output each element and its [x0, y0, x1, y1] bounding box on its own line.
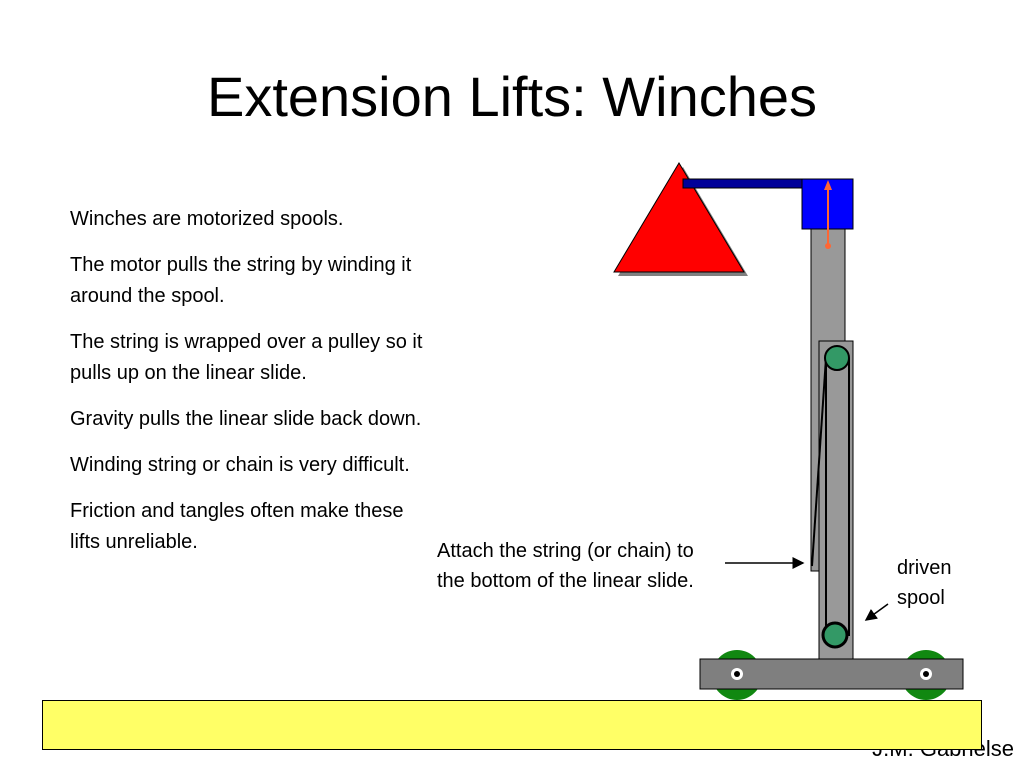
triangle-load	[613, 162, 745, 273]
floor-band	[42, 700, 982, 750]
lift-arrow-head	[824, 180, 832, 190]
top-pulley	[824, 345, 850, 371]
bullet-item: Friction and tangles often make these li…	[70, 500, 404, 553]
slide-title: Extension Lifts: Winches	[206, 65, 818, 128]
driven-spool-callout: driven spool	[897, 557, 952, 609]
arm-bar	[682, 178, 808, 189]
left-axle-center	[734, 671, 740, 677]
base-plate	[699, 658, 964, 690]
bullet-item: Winding string or chain is very difficul…	[70, 454, 410, 476]
moving-slide	[818, 340, 854, 660]
attach-callout: Attach the string (or chain) to the bott…	[437, 540, 694, 592]
lift-arrow-tail	[825, 243, 831, 249]
driven-spool	[821, 621, 849, 649]
string-line	[811, 357, 827, 567]
bullet-item: The motor pulls the string by winding it…	[70, 254, 412, 307]
bullet-item: Winches are motorized spools.	[70, 208, 344, 230]
bullet-item: Gravity pulls the linear slide back down…	[70, 408, 422, 430]
bullet-list: Winches are motorized spools. The motor …	[70, 204, 430, 573]
bullet-item: The string is wrapped over a pulley so i…	[70, 331, 423, 384]
spool-pointer-arrow	[864, 603, 889, 621]
right-axle-center	[923, 671, 929, 677]
